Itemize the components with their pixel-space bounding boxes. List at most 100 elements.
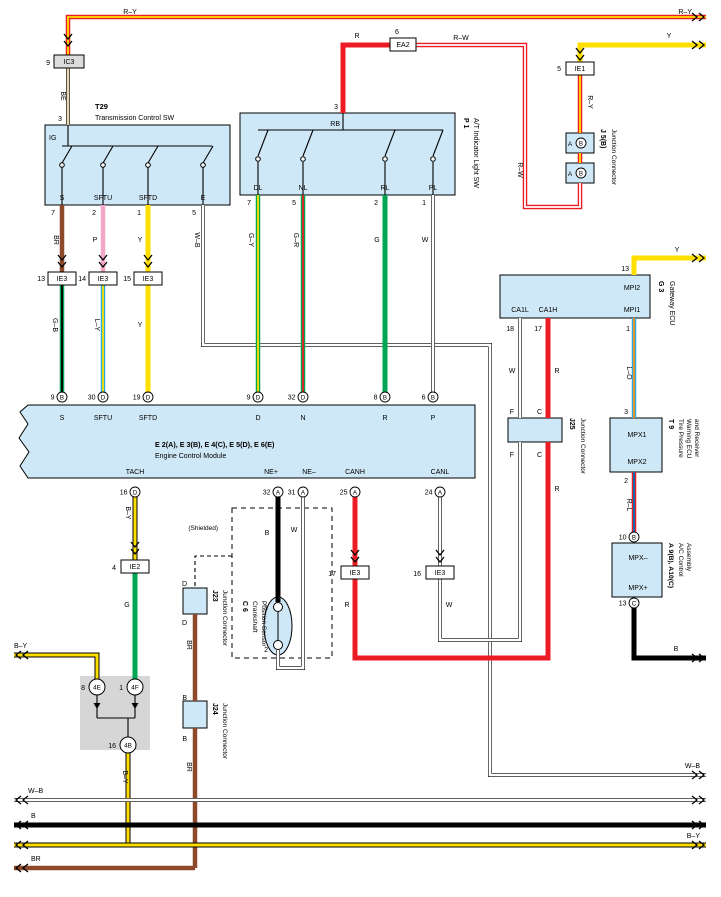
label-b: B <box>265 530 270 537</box>
shield-dashed-box <box>231 507 333 659</box>
label-br: BR <box>185 640 192 650</box>
connector-ic3: IC3 <box>53 54 85 69</box>
label-1: 1 <box>264 605 268 612</box>
label-mpx1: MPX1 <box>627 432 646 439</box>
connector-4b: 4B <box>119 736 137 754</box>
wire-layer <box>65 14 706 55</box>
label-1: 1 <box>119 685 123 692</box>
label-2: 2 <box>264 647 268 654</box>
internal-line <box>147 145 159 164</box>
continuation-chevron <box>691 12 706 22</box>
wire-layer <box>577 42 706 62</box>
label-c6-name-1: Crankshaft <box>251 601 258 633</box>
label-rb: RB <box>330 121 340 128</box>
continuation-chevron <box>98 254 108 269</box>
label-7: 7 <box>51 210 55 217</box>
connector-label: IC3 <box>64 59 75 66</box>
label-b-y: B–Y <box>124 506 131 520</box>
wire-w-ne-minus-to-sensor <box>276 497 305 670</box>
pin-number: 32 <box>263 490 271 497</box>
label-y: Y <box>667 33 672 40</box>
continuation-chevron <box>14 820 29 830</box>
pin-letter: B <box>60 394 64 401</box>
connector-ie1: IE1 <box>565 61 595 76</box>
pin-letter: A <box>276 489 281 496</box>
round-connector-label: 4B <box>124 742 132 749</box>
label-b: B <box>182 736 187 743</box>
pin-b: B <box>575 167 587 179</box>
label-t9-id: T 9 <box>667 419 674 429</box>
label-b-y: B–Y <box>687 833 701 840</box>
switch-contact <box>430 156 436 162</box>
round-connector-label: 4E <box>93 684 101 691</box>
label-1: 1 <box>626 326 630 333</box>
label-r-w: R–W <box>453 35 469 42</box>
pin-number: 16 <box>120 490 128 497</box>
continuation-chevron <box>57 254 67 269</box>
label-gateway-id: G 3 <box>657 281 664 292</box>
wire-layer <box>340 42 390 113</box>
label-r: R <box>554 368 559 375</box>
label-mpx+: MPX+ <box>628 585 647 592</box>
connector-ie3-17: IE3 <box>340 565 370 580</box>
label-5: 5 <box>292 200 296 207</box>
continuation-chevron <box>63 33 73 48</box>
label-j24-name: Junction Connector <box>221 703 228 760</box>
label-at-indicator-id: P 1 <box>462 118 469 128</box>
wire-r-w-ea2-to-j5 <box>416 42 583 210</box>
label-a: A <box>568 141 573 148</box>
internal-line <box>384 129 396 157</box>
label-b: B <box>674 646 679 653</box>
pin-number: 32 <box>288 395 296 402</box>
connector-ie2: IE2 <box>120 559 150 574</box>
label-nl: NL <box>299 185 308 192</box>
continuation-chevron <box>691 770 706 780</box>
label-r: R <box>554 486 559 493</box>
label-y: Y <box>675 247 680 254</box>
sensor-terminal <box>273 640 283 650</box>
label-g-y: G–Y <box>247 233 254 247</box>
wire-w-b-e-to-bus <box>201 205 706 777</box>
label-14: 14 <box>78 276 86 283</box>
pin-letter: D <box>101 394 106 401</box>
label-f: F <box>510 409 514 416</box>
label-13: 13 <box>37 276 45 283</box>
label-3: 3 <box>58 116 62 123</box>
label-3: 3 <box>624 409 628 416</box>
label-16: 16 <box>413 571 421 578</box>
continuation-chevron <box>130 541 140 556</box>
pin-number: 6 <box>422 395 426 402</box>
label-b: B <box>182 695 187 702</box>
pin-letter: D <box>146 394 151 401</box>
label-5: 5 <box>557 66 561 73</box>
transmission-control-sw-box <box>44 124 231 206</box>
continuation-chevron <box>14 650 29 660</box>
label-e: E <box>201 195 206 202</box>
label-g: G <box>124 602 129 609</box>
label-shielded: (Shielded) <box>188 525 218 532</box>
pin-number: 13 <box>619 601 627 608</box>
label-2: 2 <box>624 478 628 485</box>
wire-layer <box>14 653 99 680</box>
label-r-y: R–Y <box>586 95 593 109</box>
pin-9-b: B9 <box>51 391 68 403</box>
label-1: 1 <box>137 210 141 217</box>
label-ig: IG <box>49 135 56 142</box>
label-g-r: G–R <box>292 233 299 247</box>
label-w: W <box>509 368 516 375</box>
label-16: 16 <box>108 743 116 750</box>
connector-ie3-14: IE3 <box>88 271 118 286</box>
label-mpi2: MPI2 <box>624 285 640 292</box>
wire-y-top-right-to-ie1 <box>577 42 706 62</box>
pin-letter: C <box>632 600 637 607</box>
continuation-chevron <box>14 840 29 850</box>
pin-letter: D <box>301 394 306 401</box>
label-w-b: W–B <box>193 232 200 248</box>
label-b-y: B–Y <box>121 770 128 784</box>
label-tach: TACH <box>126 469 145 476</box>
label-2: 2 <box>374 200 378 207</box>
pin-31-a: A31 <box>288 486 309 498</box>
pin-number: 24 <box>425 490 433 497</box>
